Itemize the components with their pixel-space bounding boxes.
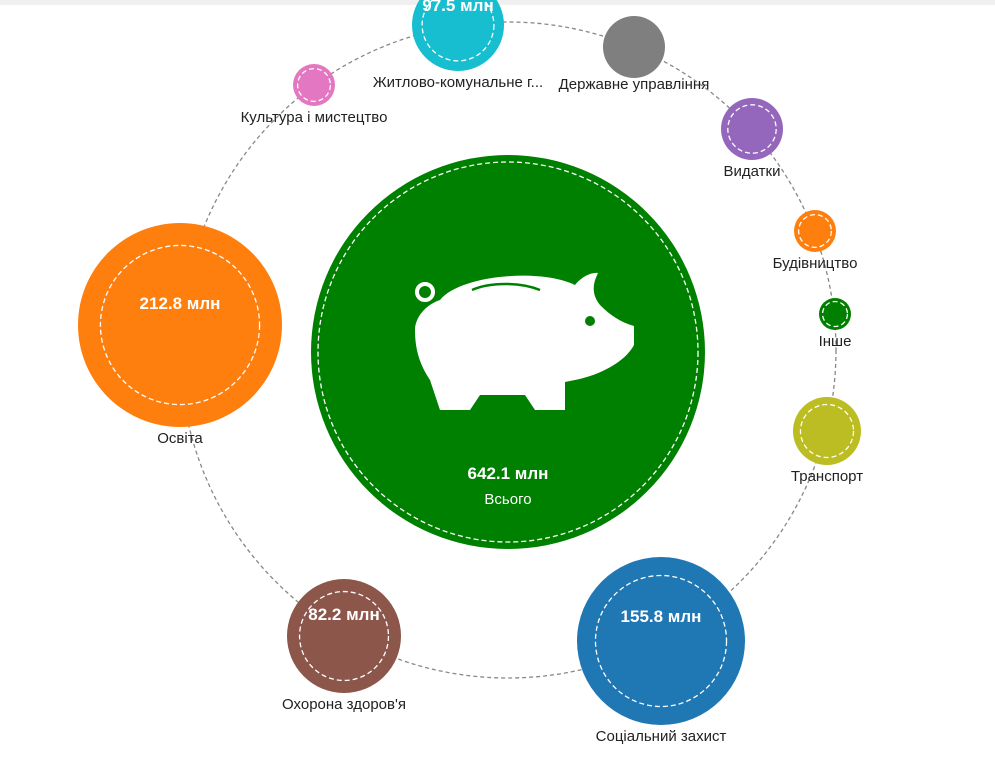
category-label: Соціальний захист bbox=[596, 728, 727, 745]
category-label: Державне управління bbox=[559, 76, 710, 93]
category-dashed-ring bbox=[799, 403, 855, 459]
category-label: Будівництво bbox=[773, 255, 858, 272]
category-dashed-ring bbox=[298, 590, 390, 682]
category-circle bbox=[78, 223, 282, 427]
category-dashed-ring bbox=[296, 67, 332, 103]
total-bubble[interactable]: 642.1 млн Всього bbox=[311, 155, 705, 549]
category-bubble[interactable]: Транспорт bbox=[791, 397, 863, 485]
category-bubble[interactable]: Будівництво bbox=[773, 210, 858, 272]
category-dashed-ring bbox=[421, 0, 495, 62]
category-value: 97.5 млн bbox=[422, 0, 493, 15]
category-circle bbox=[577, 557, 745, 725]
category-label: Охорона здоров'я bbox=[282, 696, 406, 713]
category-circle bbox=[794, 210, 836, 252]
total-dashed-ring bbox=[317, 161, 699, 543]
total-label: Всього bbox=[484, 491, 531, 508]
category-bubble[interactable]: Видатки bbox=[721, 98, 783, 180]
category-dashed-ring bbox=[821, 300, 849, 328]
category-dashed-ring bbox=[797, 213, 833, 249]
category-label: Транспорт bbox=[791, 468, 863, 485]
category-circle bbox=[721, 98, 783, 160]
category-circle bbox=[603, 16, 665, 78]
category-dashed-ring bbox=[727, 104, 777, 154]
total-value: 642.1 млн bbox=[468, 464, 549, 483]
category-label: Культура і мистецтво bbox=[241, 109, 388, 126]
category-label: Видатки bbox=[724, 163, 781, 180]
category-label: Освіта bbox=[157, 430, 203, 447]
category-circle bbox=[287, 579, 401, 693]
category-label: Інше bbox=[819, 333, 852, 350]
category-label: Житлово-комунальне г... bbox=[373, 74, 543, 91]
category-dashed-ring bbox=[99, 244, 261, 406]
category-circle bbox=[293, 64, 335, 106]
category-value: 82.2 млн bbox=[308, 605, 379, 624]
category-circle bbox=[819, 298, 851, 330]
category-value: 212.8 млн bbox=[140, 294, 221, 313]
category-circle bbox=[793, 397, 861, 465]
category-value: 155.8 млн bbox=[621, 607, 702, 626]
category-bubble[interactable]: Культура і мистецтво bbox=[241, 64, 388, 126]
category-dashed-ring bbox=[594, 574, 728, 708]
category-bubble[interactable]: Державне управління bbox=[559, 16, 710, 93]
piggy-bank-icon bbox=[415, 272, 634, 410]
category-bubble[interactable]: Інше bbox=[819, 298, 852, 350]
